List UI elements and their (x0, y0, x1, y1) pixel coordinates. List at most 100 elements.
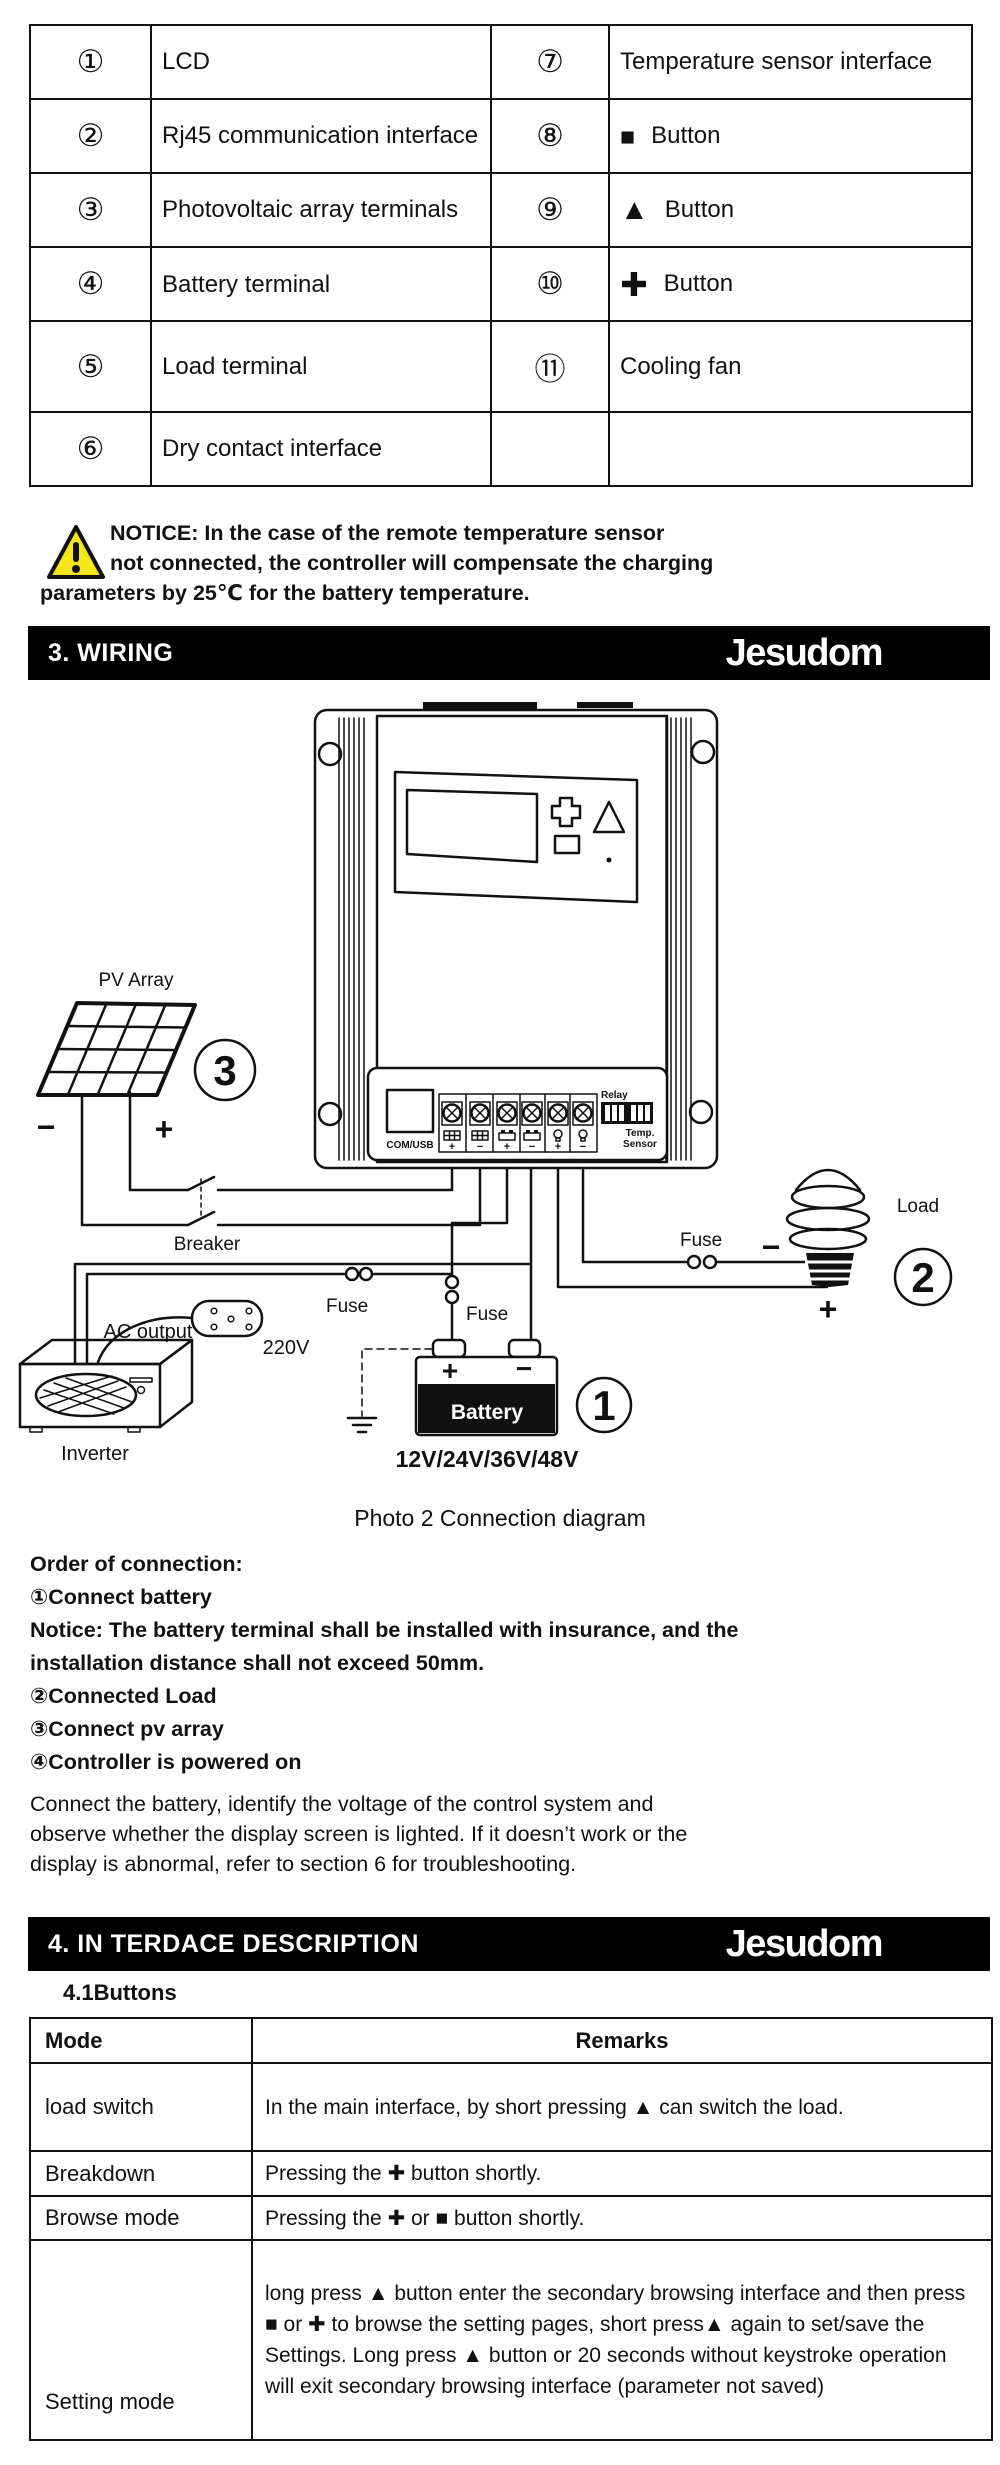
part-number: ⑤ (29, 320, 152, 413)
part-number: ① (29, 23, 152, 101)
load-bulb-icon (785, 1168, 871, 1287)
part-number: ⑨ (490, 172, 610, 249)
ac-output-label: AC output (104, 1321, 193, 1343)
brand-logo: Jesudom (725, 1922, 884, 1965)
battery-terminal-icon (509, 1130, 513, 1133)
connection-line: ④Controller is powered on (30, 1750, 302, 1774)
polarity-sign: + (504, 1141, 510, 1153)
part-label: LCD (150, 23, 492, 101)
sensor-label: Sensor (623, 1139, 657, 1150)
screw-cross (446, 1107, 458, 1119)
ac-cable (96, 1316, 194, 1364)
part-label: ■Button (608, 98, 973, 175)
screw-icon (548, 1103, 568, 1123)
part-number: ⑦ (490, 23, 610, 101)
relay-connector (601, 1102, 653, 1124)
battery-icon: + − Battery (346, 1338, 559, 1437)
step3-badge: 3 (193, 1038, 257, 1102)
step1-badge: 1 (575, 1376, 633, 1434)
notice-line: parameters by 25℃ for the battery temper… (40, 581, 530, 605)
fuse-label: Fuse (466, 1304, 508, 1325)
pv-minus-sign: − (37, 1109, 56, 1145)
mode-cell: Breakdown (29, 2150, 253, 2197)
part-number: ② (29, 98, 152, 175)
connection-line: observe whether the display screen is li… (30, 1822, 688, 1846)
notice-line: not connected, the controller will compe… (110, 551, 714, 575)
mode-cell: load switch (29, 2062, 253, 2152)
section3-title: 3. WIRING (48, 638, 174, 667)
part-number: ⑥ (29, 410, 152, 488)
square-button-icon (553, 834, 581, 855)
part-number: ③ (29, 172, 152, 249)
screw-cross (552, 1107, 564, 1119)
polarity-sign: + (449, 1141, 455, 1153)
warning-icon (46, 524, 106, 590)
notice-line: NOTICE: In the case of the remote temper… (110, 521, 665, 545)
pv-plus-sign: + (155, 1111, 174, 1147)
connection-line: Connect the battery, identify the voltag… (30, 1792, 654, 1816)
wiring-diagram: COM/USB Relay Temp. Sensor + − + − + − (0, 690, 1000, 1490)
remarks-cell: long press ▲ button enter the secondary … (251, 2239, 993, 2441)
relay-label: Relay (601, 1090, 628, 1101)
terminal-strip (438, 1093, 598, 1153)
svg-text:2: 2 (911, 1254, 934, 1301)
connection-line: ②Connected Load (30, 1684, 217, 1708)
polarity-sign: − (529, 1141, 535, 1153)
wires (73, 1090, 829, 1364)
screw-icon (497, 1103, 517, 1123)
load-plus-sign: + (819, 1291, 838, 1327)
battery-label: Battery (451, 1401, 524, 1424)
subsection-title: 4.1Buttons (63, 1980, 177, 2005)
part-number: ⑪ (490, 320, 610, 413)
ground-icon (346, 1416, 378, 1434)
mode-cell: Browse mode (29, 2195, 253, 2241)
remarks-cell: Pressing the ✚ button shortly. (251, 2150, 993, 2197)
plus-button-icon: ✚ (620, 265, 648, 303)
part-label: ✚Button (608, 246, 973, 323)
part-number (490, 410, 610, 488)
section4-bar: 4. IN TERDACE DESCRIPTION Jesudom (28, 1917, 990, 1971)
screw-icon (573, 1103, 593, 1123)
controller-icon: COM/USB Relay Temp. Sensor (313, 702, 719, 1170)
load-minus-sign: − (762, 1229, 781, 1265)
connection-line: ③Connect pv array (30, 1717, 224, 1741)
screw-cross (501, 1107, 513, 1119)
polarity-sign: − (477, 1141, 483, 1153)
notice-block: NOTICE: In the case of the remote temper… (40, 518, 970, 608)
com-usb-label: COM/USB (386, 1140, 433, 1151)
terminal-screws: +−+−+− (441, 1101, 594, 1153)
part-label: Cooling fan (608, 320, 973, 413)
screw-base (441, 1101, 463, 1126)
screw-base (496, 1101, 518, 1126)
part-label: Load terminal (150, 320, 492, 413)
battery-terminal-icon (501, 1130, 505, 1133)
brand-logo: Jesudom (725, 631, 884, 674)
polarity-sign: + (555, 1141, 561, 1153)
svg-text:3: 3 (213, 1047, 236, 1094)
inverter-label: Inverter (61, 1443, 129, 1465)
load-terminal-icon (580, 1137, 586, 1142)
svg-text:1: 1 (592, 1382, 615, 1429)
screw-icon (442, 1103, 462, 1123)
screw-base (547, 1101, 569, 1126)
remarks-cell: Pressing the ✚ or ■ button shortly. (251, 2195, 993, 2241)
connection-line: installation distance shall not exceed 5… (30, 1651, 485, 1675)
plus-button-icon (550, 796, 582, 828)
buttons-table-header-remarks: Remarks (251, 2017, 993, 2064)
fuse-label: Fuse (680, 1230, 722, 1251)
lcd-screen (405, 788, 539, 864)
com-usb-port (385, 1088, 435, 1134)
screw-cross (474, 1107, 486, 1119)
part-label (608, 410, 973, 488)
battery-terminal-icon (534, 1130, 538, 1133)
